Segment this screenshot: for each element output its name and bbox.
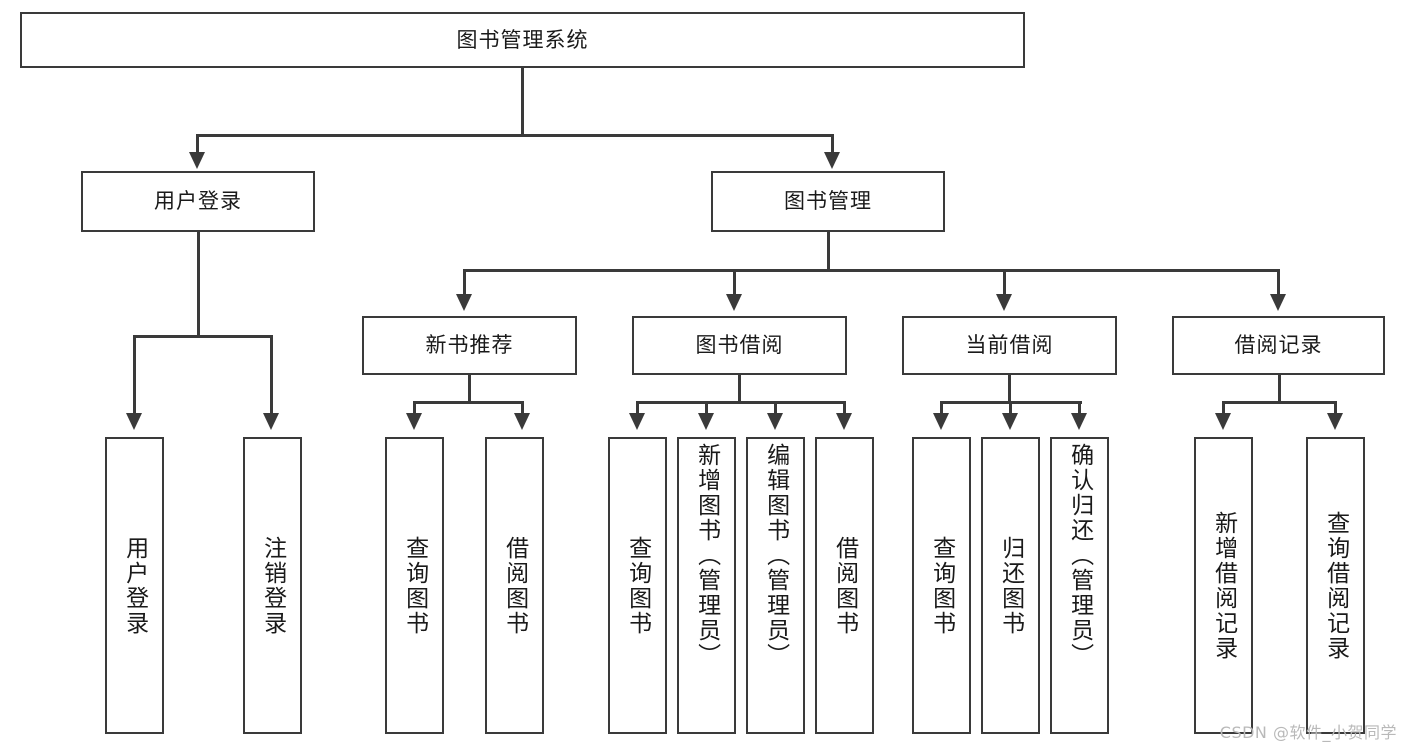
connector-cb-drop-3 bbox=[1078, 401, 1081, 415]
connector-user-login-stem bbox=[197, 232, 200, 337]
connector-root-drop-right bbox=[831, 134, 834, 154]
connector-bb-stem bbox=[738, 375, 741, 403]
arrow-to-br-leaf-2 bbox=[1327, 413, 1343, 430]
node-book-management[interactable]: 图书管理 bbox=[711, 171, 945, 232]
node-label: 用户登录 bbox=[121, 535, 148, 636]
node-label: 新书推荐 bbox=[425, 333, 514, 358]
leaf-bb-edit-book-admin[interactable]: 编辑图书（管理员） bbox=[746, 437, 805, 734]
leaf-nbr-borrow-book[interactable]: 借阅图书 bbox=[485, 437, 544, 734]
connector-br-stem bbox=[1278, 375, 1281, 403]
arrow-to-user-login bbox=[189, 152, 205, 169]
arrow-to-bb-leaf-2 bbox=[698, 413, 714, 430]
connector-root-drop-left bbox=[196, 134, 199, 154]
arrow-to-bb-leaf-4 bbox=[836, 413, 852, 430]
connector-bb-drop-1 bbox=[636, 401, 639, 415]
node-label: 编辑图书（管理员） bbox=[762, 443, 789, 668]
connector-root-stem bbox=[521, 68, 524, 136]
node-label: 借阅记录 bbox=[1234, 333, 1323, 358]
connector-bb-bus bbox=[636, 401, 846, 404]
node-label: 借阅图书 bbox=[501, 535, 528, 636]
arrow-to-cb-leaf-2 bbox=[1002, 413, 1018, 430]
connector-nbr-drop-2 bbox=[521, 401, 524, 415]
leaf-bb-add-book-admin[interactable]: 新增图书（管理员） bbox=[677, 437, 736, 734]
arrow-to-leaf-logout bbox=[263, 413, 279, 430]
arrow-to-bb-leaf-3 bbox=[767, 413, 783, 430]
connector-cb-stem bbox=[1008, 375, 1011, 403]
arrow-to-bb-leaf-1 bbox=[629, 413, 645, 430]
leaf-cb-confirm-return-admin[interactable]: 确认归还（管理员） bbox=[1050, 437, 1109, 734]
node-root-library-system[interactable]: 图书管理系统 bbox=[20, 12, 1025, 68]
connector-bm-drop-3 bbox=[1003, 269, 1006, 296]
arrow-to-current-borrow bbox=[996, 294, 1012, 311]
connector-user-login-drop-1 bbox=[133, 335, 136, 415]
arrow-to-book-manage bbox=[824, 152, 840, 169]
arrow-to-leaf-user-login bbox=[126, 413, 142, 430]
arrow-to-cb-leaf-1 bbox=[933, 413, 949, 430]
arrow-to-nbr-leaf-1 bbox=[406, 413, 422, 430]
node-label: 查询图书 bbox=[928, 535, 955, 636]
connector-bb-drop-2 bbox=[705, 401, 708, 415]
node-new-book-recommend[interactable]: 新书推荐 bbox=[362, 316, 577, 375]
connector-user-login-bus bbox=[133, 335, 272, 338]
node-label: 图书借阅 bbox=[695, 333, 784, 358]
connector-root-bus bbox=[196, 134, 833, 137]
node-current-borrow[interactable]: 当前借阅 bbox=[902, 316, 1117, 375]
node-borrow-record[interactable]: 借阅记录 bbox=[1172, 316, 1385, 375]
node-label: 借阅图书 bbox=[831, 535, 858, 636]
leaf-br-query-record[interactable]: 查询借阅记录 bbox=[1306, 437, 1365, 734]
node-label: 查询借阅记录 bbox=[1322, 510, 1349, 661]
connector-bm-drop-4 bbox=[1277, 269, 1280, 296]
node-label: 用户登录 bbox=[154, 189, 242, 214]
arrow-to-new-book-recommend bbox=[456, 294, 472, 311]
node-label: 新增图书（管理员） bbox=[693, 443, 720, 668]
connector-nbr-drop-1 bbox=[413, 401, 416, 415]
connector-bb-drop-3 bbox=[774, 401, 777, 415]
connector-br-drop-2 bbox=[1334, 401, 1337, 415]
node-user-login[interactable]: 用户登录 bbox=[81, 171, 315, 232]
connector-br-drop-1 bbox=[1222, 401, 1225, 415]
leaf-user-login[interactable]: 用户登录 bbox=[105, 437, 164, 734]
node-label: 归还图书 bbox=[997, 535, 1024, 636]
connector-cb-drop-1 bbox=[940, 401, 943, 415]
arrow-to-borrow-record bbox=[1270, 294, 1286, 311]
leaf-logout[interactable]: 注销登录 bbox=[243, 437, 302, 734]
connector-nbr-stem bbox=[468, 375, 471, 403]
connector-bb-drop-4 bbox=[843, 401, 846, 415]
arrow-to-br-leaf-1 bbox=[1215, 413, 1231, 430]
node-label: 新增借阅记录 bbox=[1210, 510, 1237, 661]
arrow-to-book-borrow bbox=[726, 294, 742, 311]
leaf-cb-query-book[interactable]: 查询图书 bbox=[912, 437, 971, 734]
connector-bm-drop-1 bbox=[463, 269, 466, 296]
node-label: 确认归还（管理员） bbox=[1066, 443, 1093, 668]
node-book-borrow[interactable]: 图书借阅 bbox=[632, 316, 847, 375]
node-label: 注销登录 bbox=[259, 535, 286, 636]
connector-book-manage-stem bbox=[827, 232, 830, 271]
node-label: 图书管理 bbox=[784, 189, 872, 214]
leaf-bb-query-book[interactable]: 查询图书 bbox=[608, 437, 667, 734]
arrow-to-cb-leaf-3 bbox=[1071, 413, 1087, 430]
node-label: 查询图书 bbox=[401, 535, 428, 636]
node-label: 当前借阅 bbox=[965, 333, 1054, 358]
arrow-to-nbr-leaf-2 bbox=[514, 413, 530, 430]
connector-br-bus bbox=[1222, 401, 1336, 404]
node-label: 查询图书 bbox=[624, 535, 651, 636]
connector-bm-drop-2 bbox=[733, 269, 736, 296]
node-label: 图书管理系统 bbox=[456, 27, 589, 52]
connector-user-login-drop-2 bbox=[270, 335, 273, 415]
connector-cb-drop-2 bbox=[1009, 401, 1012, 415]
connector-book-manage-bus bbox=[463, 269, 1279, 272]
leaf-cb-return-book[interactable]: 归还图书 bbox=[981, 437, 1040, 734]
leaf-br-add-record[interactable]: 新增借阅记录 bbox=[1194, 437, 1253, 734]
leaf-nbr-query-book[interactable]: 查询图书 bbox=[385, 437, 444, 734]
connector-nbr-bus bbox=[413, 401, 523, 404]
leaf-bb-borrow-book[interactable]: 借阅图书 bbox=[815, 437, 874, 734]
